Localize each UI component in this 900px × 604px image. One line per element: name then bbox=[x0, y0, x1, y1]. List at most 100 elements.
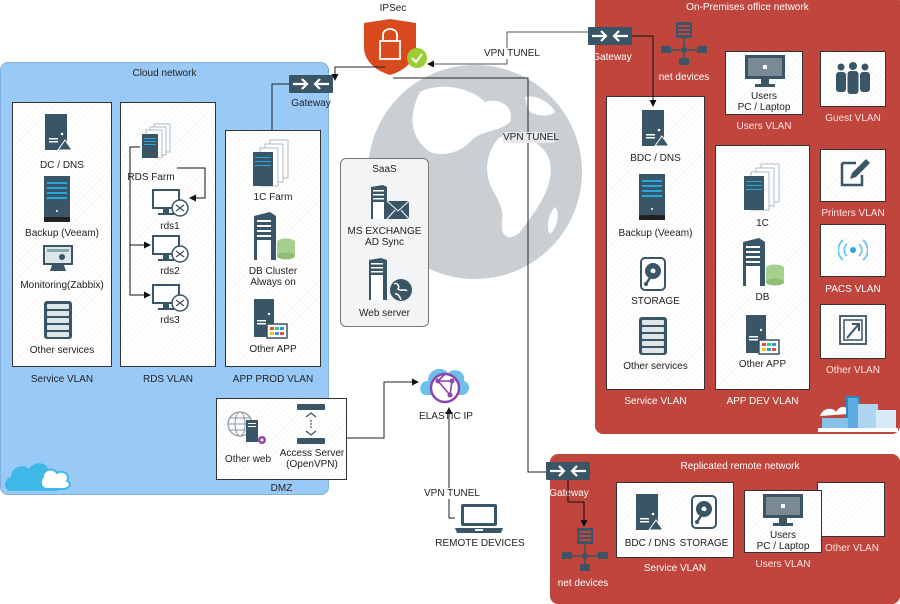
remote-network-title: Replicated remote network bbox=[680, 461, 800, 472]
server-domain-icon bbox=[642, 110, 670, 147]
web-server-label: Web server bbox=[359, 308, 410, 319]
other-services-label: Other services bbox=[29, 345, 95, 356]
printers-vlan-label: Printers VLAN bbox=[821, 208, 885, 219]
app-dev-vlan-label: APP DEV VLAN bbox=[726, 396, 799, 407]
monitoring-zabbix-label: Monitoring(Zabbix) bbox=[20, 280, 104, 291]
rds-node-3-icon bbox=[152, 284, 189, 312]
external-link-icon bbox=[839, 315, 867, 345]
pacs-vlan-label: PACS VLAN bbox=[825, 284, 881, 295]
dmz-box bbox=[216, 398, 347, 480]
net-devices-icon bbox=[661, 22, 707, 65]
net-devices-icon bbox=[562, 528, 608, 571]
remote-other-vlan-box bbox=[817, 482, 885, 537]
backup-veeam-label: Backup (Veeam) bbox=[25, 228, 99, 239]
onprem-gateway-icon[interactable] bbox=[588, 27, 632, 45]
bdc-dns-label: BDC / DNS bbox=[630, 153, 681, 164]
guest-vlan-box bbox=[820, 51, 886, 107]
ms-exchange-sublabel: AD Sync bbox=[365, 237, 404, 248]
rack-server-icon bbox=[639, 174, 665, 220]
db-label: DB bbox=[755, 292, 770, 303]
rds-farm-label: RDS Farm bbox=[127, 172, 175, 183]
elastic-ip-label: ELASTIC IP bbox=[419, 411, 473, 422]
remote-service-vlan-label: Service VLAN bbox=[643, 563, 707, 574]
desktop-pc-icon bbox=[763, 494, 803, 526]
remote-gateway-label: Gateway bbox=[549, 488, 589, 499]
1c-label: 1C bbox=[756, 218, 769, 229]
cloud-icon bbox=[5, 463, 71, 491]
users-group-icon bbox=[836, 62, 870, 94]
cloud-network-title: Cloud network bbox=[132, 68, 197, 79]
onprem-network-title: On-Premises office network bbox=[686, 2, 809, 13]
office-building-icon bbox=[818, 396, 898, 432]
elastic-ip-icon[interactable] bbox=[420, 361, 470, 407]
database-server-icon bbox=[254, 212, 295, 260]
guest-vlan-label: Guest VLAN bbox=[825, 113, 881, 124]
vpn-tunnel-label-top: VPN TUNEL bbox=[482, 48, 542, 59]
server-farm-icon bbox=[253, 139, 289, 187]
remote-bdc-dns-label: BDC / DNS bbox=[624, 538, 676, 549]
vpn-tunnel-label-remote: VPN TUNEL bbox=[424, 488, 480, 499]
onprem-other-vlan-label: Other VLAN bbox=[826, 365, 880, 376]
db-cluster-sublabel: Always on bbox=[250, 277, 296, 288]
rds3-label: rds3 bbox=[160, 315, 180, 326]
ipsec-shield-lock-icon[interactable] bbox=[360, 19, 430, 77]
vpn-tunnel-label-middle: VPN TUNEL bbox=[503, 132, 559, 143]
ms-exchange-title: MS EXCHANGE bbox=[347, 226, 422, 237]
rack-server-icon bbox=[44, 176, 70, 222]
onprem-other-services-label: Other services bbox=[623, 361, 688, 372]
desktop-pc-icon bbox=[745, 55, 785, 87]
onprem-gateway-label: Gateway bbox=[592, 52, 632, 63]
rds-vlan-label: RDS VLAN bbox=[142, 374, 193, 385]
database-server-icon bbox=[743, 238, 784, 286]
cloud-gateway-label: Gateway bbox=[291, 98, 331, 109]
printer-edit-icon bbox=[840, 159, 870, 187]
hard-drive-icon bbox=[691, 495, 717, 529]
access-server-icon bbox=[297, 404, 325, 444]
rds-node-2-icon bbox=[152, 235, 189, 263]
app-prod-vlan-label: APP PROD VLAN bbox=[232, 374, 314, 385]
laptop-icon[interactable] bbox=[455, 502, 503, 534]
mail-server-icon bbox=[371, 185, 410, 220]
remote-net-devices-label: net devices bbox=[557, 578, 609, 589]
remote-gateway-icon[interactable] bbox=[546, 462, 590, 480]
web-server-globe-icon bbox=[369, 258, 412, 301]
rds-node-1-icon bbox=[152, 189, 189, 217]
server-domain-icon bbox=[45, 114, 73, 151]
web-server-icon bbox=[227, 411, 266, 444]
cloud-service-vlan-label: Service VLAN bbox=[30, 374, 94, 385]
rds2-label: rds2 bbox=[160, 266, 180, 277]
other-web-label: Other web bbox=[224, 454, 272, 465]
hard-drive-icon bbox=[640, 257, 666, 291]
saas-title: SaaS bbox=[372, 164, 397, 175]
onprem-other-app-label: Other APP bbox=[738, 359, 787, 370]
dc-dns-label: DC / DNS bbox=[40, 160, 84, 171]
cloud-gateway-icon[interactable] bbox=[289, 75, 333, 93]
remote-other-vlan-label: Other VLAN bbox=[825, 543, 879, 554]
server-domain-icon bbox=[636, 494, 664, 531]
access-server-title: Access Server bbox=[279, 448, 345, 459]
rds1-label: rds1 bbox=[160, 221, 180, 232]
server-stack-icon bbox=[639, 317, 667, 355]
users-title: Users bbox=[750, 91, 778, 102]
app-server-icon bbox=[746, 315, 780, 355]
monitor-dashboard-icon bbox=[43, 245, 73, 271]
onprem-service-vlan-label: Service VLAN bbox=[624, 396, 687, 407]
1c-farm-label: 1C Farm bbox=[253, 192, 293, 203]
wireless-signal-icon bbox=[838, 239, 868, 261]
ipsec-label: IPSec bbox=[379, 3, 407, 14]
wire-dmz-to-elastic-ip bbox=[347, 378, 419, 439]
remote-storage-label: STORAGE bbox=[679, 538, 729, 549]
remote-users-vlan-label: Users VLAN bbox=[755, 559, 811, 570]
users-sublabel: PC / Laptop bbox=[737, 102, 791, 113]
other-app-label: Other APP bbox=[249, 344, 297, 355]
server-stack-icon bbox=[44, 301, 72, 339]
app-server-icon bbox=[254, 299, 288, 339]
server-farm-icon bbox=[744, 163, 780, 211]
onprem-net-devices-label: net devices bbox=[658, 72, 710, 83]
remote-devices-label: REMOTE DEVICES bbox=[435, 538, 525, 549]
dmz-label: DMZ bbox=[270, 483, 293, 494]
